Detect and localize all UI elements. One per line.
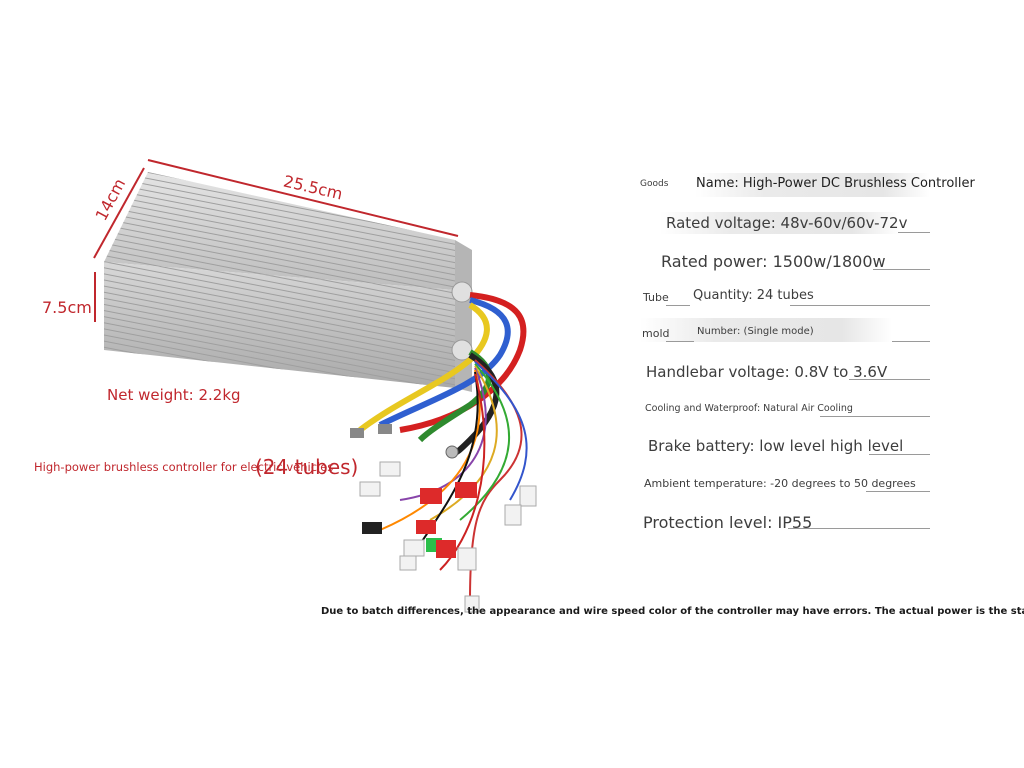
spec-brake: Brake battery: low level high level bbox=[648, 437, 904, 455]
spec-rated-power: Rated power: 1500w/1800w bbox=[661, 252, 886, 271]
spec-number: Number: (Single mode) bbox=[697, 326, 814, 337]
height-dimension-label: 7.5cm bbox=[42, 298, 92, 317]
spec-cooling: Cooling and Waterproof: Natural Air Cool… bbox=[645, 403, 853, 414]
caption-tubes: (24 tubes) bbox=[255, 455, 359, 479]
spec-mold-label: mold bbox=[642, 327, 670, 340]
spec-protection: Protection level: IP55 bbox=[643, 513, 813, 532]
spec-name: Name: High-Power DC Brushless Controller bbox=[696, 176, 975, 191]
disclaimer-text: Due to batch differences, the appearance… bbox=[321, 606, 1024, 617]
spec-goods-label: Goods bbox=[640, 179, 669, 189]
net-weight-label: Net weight: 2.2kg bbox=[107, 386, 241, 404]
spec-tube-label: Tube bbox=[643, 291, 669, 304]
caption-main: High-power brushless controller for elec… bbox=[34, 460, 334, 474]
spec-quantity: Quantity: 24 tubes bbox=[693, 288, 814, 303]
spec-ambient: Ambient temperature: -20 degrees to 50 d… bbox=[644, 477, 916, 490]
spec-rated-voltage: Rated voltage: 48v-60v/60v-72v bbox=[666, 214, 908, 232]
spec-handlebar-voltage: Handlebar voltage: 0.8V to 3.6V bbox=[646, 363, 888, 381]
controller-product-image bbox=[93, 159, 537, 613]
